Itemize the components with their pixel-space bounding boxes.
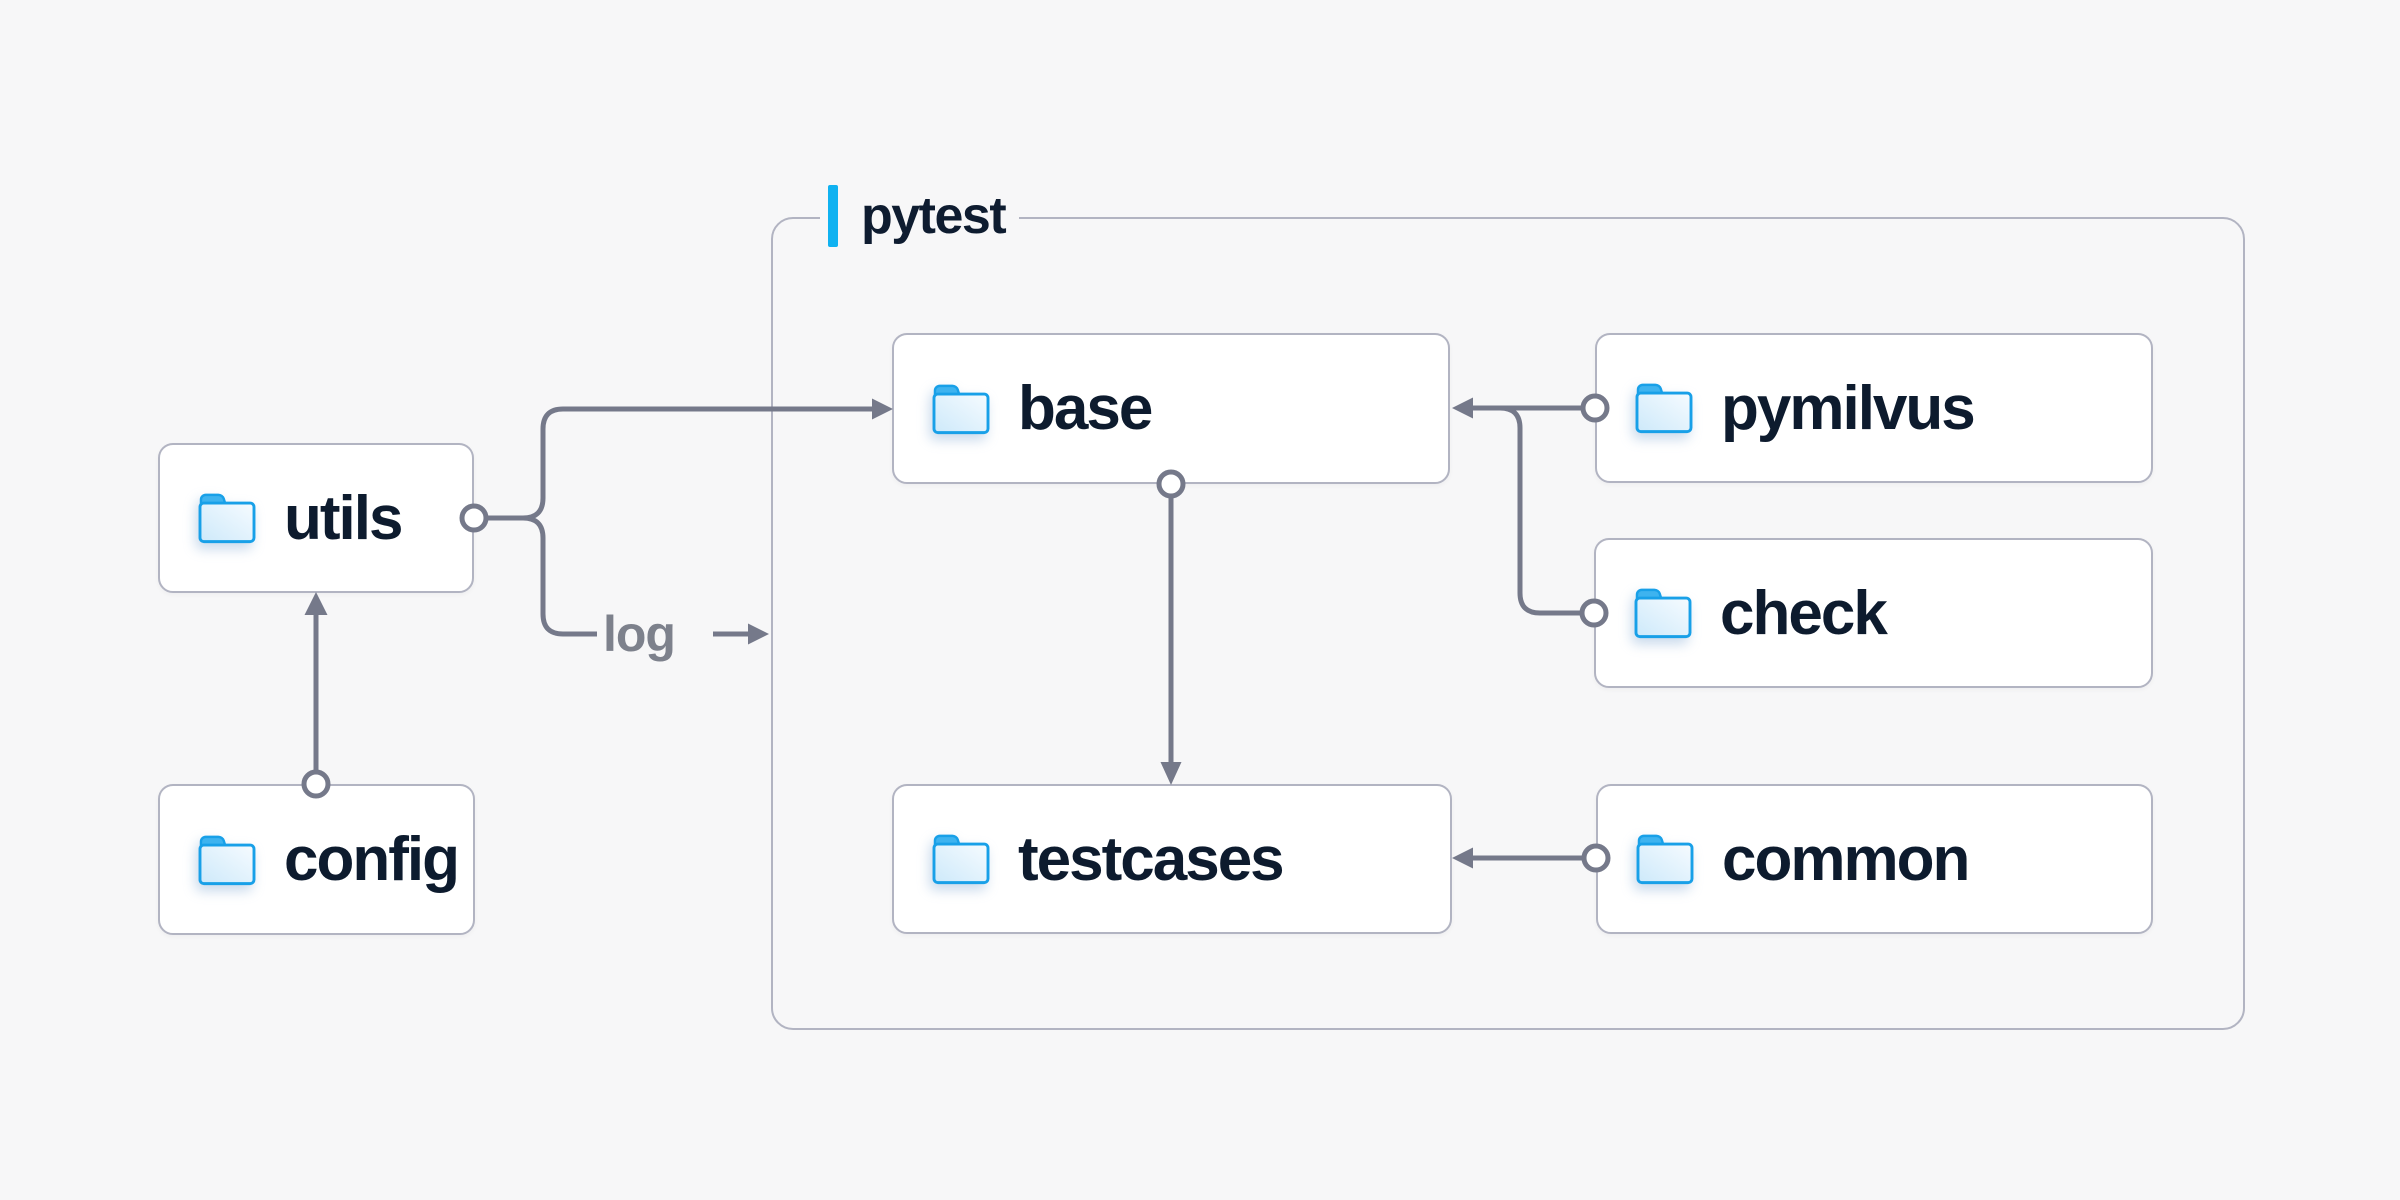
arrowhead-into-utils	[304, 592, 328, 615]
pytest-group-container	[771, 217, 2245, 1030]
node-label: utils	[284, 483, 403, 553]
node-label: pymilvus	[1721, 373, 1976, 443]
folder-icon	[1635, 383, 1693, 434]
folder-icon	[932, 384, 990, 434]
node-label: config	[284, 825, 460, 894]
arrowhead-log-into-pytest	[748, 623, 769, 645]
node-base: base	[892, 333, 1450, 484]
node-utils: utils	[158, 443, 474, 593]
folder-icon	[198, 835, 256, 885]
folder-icon	[1634, 588, 1692, 639]
edge-label-log: log	[603, 606, 676, 662]
node-config: config	[158, 784, 475, 935]
edge-utils-to-log	[487, 515, 597, 637]
folder-icon	[198, 493, 256, 544]
node-label: testcases	[1018, 824, 1285, 894]
accent-bar	[828, 185, 838, 247]
pytest-group-label: pytest	[820, 183, 1020, 249]
node-label: common	[1722, 824, 1970, 894]
node-common: common	[1596, 784, 2153, 934]
folder-icon	[932, 834, 990, 885]
node-pymilvus: pymilvus	[1595, 333, 2153, 483]
pytest-group-label-text: pytest	[861, 187, 1007, 245]
node-label: base	[1018, 374, 1153, 443]
node-label: check	[1720, 578, 1888, 648]
node-check: check	[1594, 538, 2153, 688]
folder-icon	[1636, 834, 1694, 885]
node-testcases: testcases	[892, 784, 1452, 934]
